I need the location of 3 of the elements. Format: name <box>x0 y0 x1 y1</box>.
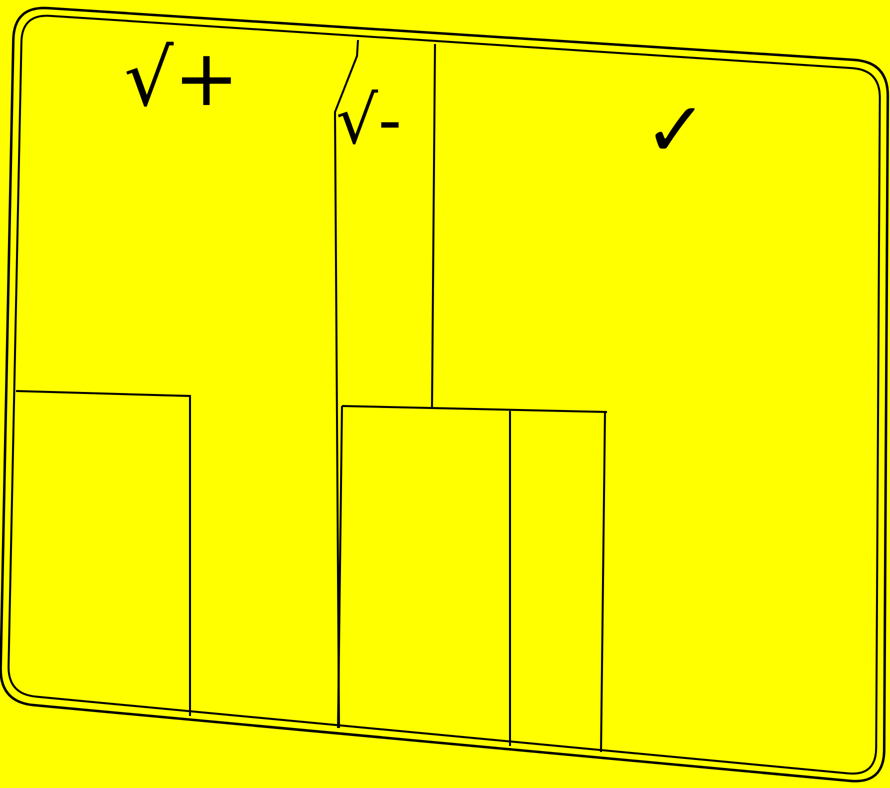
check-mark: √+ <box>124 40 240 118</box>
check-mark: ✓ <box>644 92 708 168</box>
check-mark: √- <box>336 88 402 154</box>
